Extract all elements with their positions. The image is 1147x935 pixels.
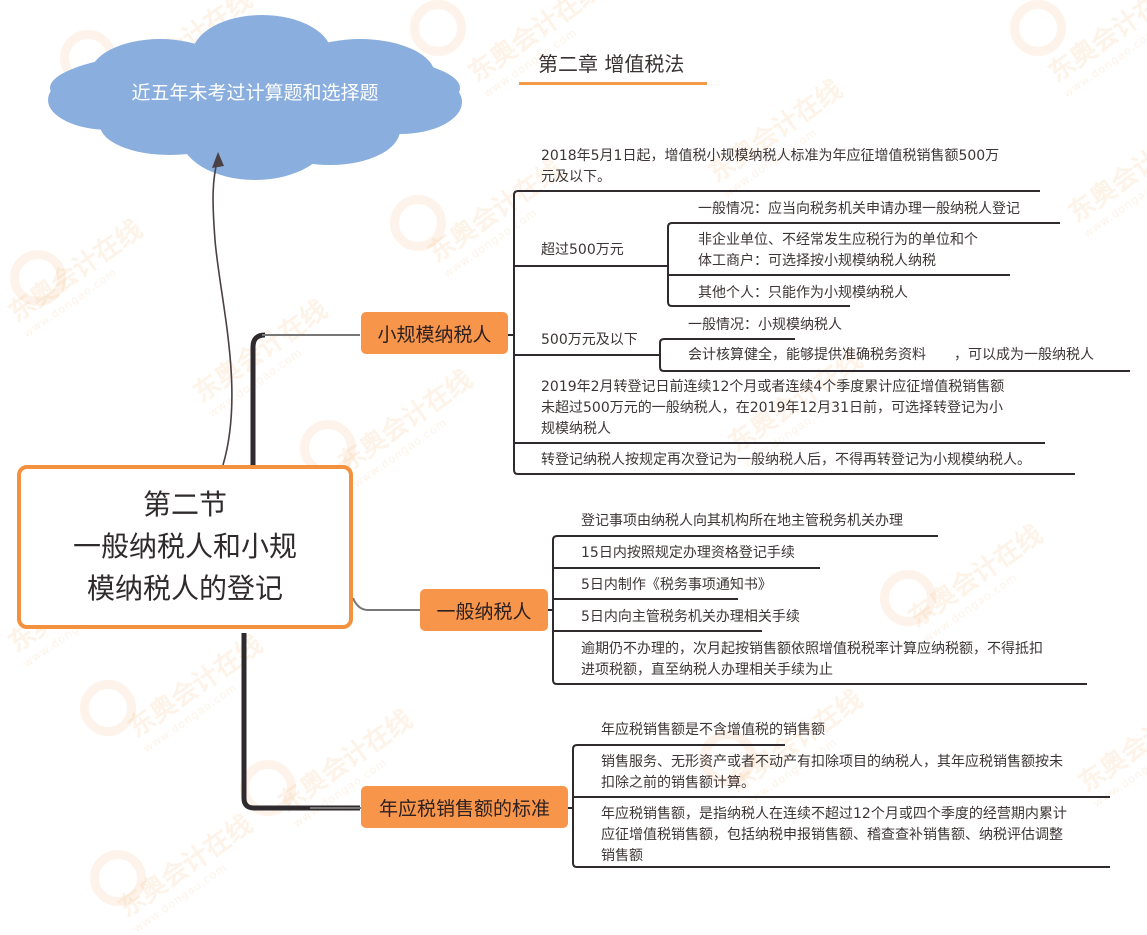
leaf-node[interactable]: 逾期仍不办理的，次月起按销售额依照增值税税率计算应纳税额，不得抵扣 进项税额，直… — [581, 639, 1043, 681]
leaf-line: 一般情况：应当向税务机关申请办理一般纳税人登记 — [698, 201, 1020, 217]
leaf-node[interactable]: 年应税销售额是不含增值税的销售额 — [601, 720, 825, 741]
leaf-line: 元及以下。 — [541, 169, 611, 185]
branch-annual-sales-standard[interactable]: 年应税销售额的标准 — [361, 786, 568, 828]
leaf-line: 非企业单位、不经常发生应税行为的单位和个 — [698, 232, 978, 248]
cloud-shape — [48, 15, 462, 180]
branch-general-taxpayer[interactable]: 一般纳税人 — [420, 589, 548, 631]
sub-branch-5m-or-below[interactable]: 500万元及以下 — [541, 332, 638, 348]
leaf-node[interactable]: 2018年5月1日起，增值税小规模纳税人标准为年应征增值税销售额500万 元及以… — [541, 146, 999, 188]
leaf-node[interactable]: 5日内向主管税务机关办理相关手续 — [581, 607, 800, 628]
sub-branch-over-5m[interactable]: 超过500万元 — [541, 242, 624, 258]
leaf-node[interactable]: 登记事项由纳税人向其机构所在地主管税务机关办理 — [581, 511, 903, 532]
leaf-line: 逾期仍不办理的，次月起按销售额依照增值税税率计算应纳税额，不得抵扣 — [581, 641, 1043, 657]
leaf-line: 扣除之前的销售额计算。 — [601, 775, 755, 791]
leaf-line: 年应税销售额是不含增值税的销售额 — [601, 722, 825, 738]
leaf-line: 转登记纳税人按规定再次登记为一般纳税人后，不得再转登记为小规模纳税人。 — [541, 452, 1031, 468]
leaf-line: 销售服务、无形资产或者不动产有扣除项目的纳税人，其年应税销售额按未 — [601, 754, 1063, 770]
leaf-node[interactable]: 销售服务、无形资产或者不动产有扣除项目的纳税人，其年应税销售额按未 扣除之前的销… — [601, 752, 1063, 794]
leaf-line: 登记事项由纳税人向其机构所在地主管税务机关办理 — [581, 513, 903, 529]
root-line: 一般纳税人和小规 — [72, 530, 297, 563]
leaf-line: 其他个人：只能作为小规模纳税人 — [698, 285, 908, 301]
leaf-node[interactable]: 非企业单位、不经常发生应税行为的单位和个 体工商户：可选择按小规模纳税人纳税 — [698, 230, 978, 272]
leaf-line: 进项税额，直至纳税人办理相关手续为止 — [581, 662, 833, 678]
leaf-line: 5日内向主管税务机关办理相关手续 — [581, 609, 800, 625]
chapter-underline — [519, 82, 707, 85]
leaf-node[interactable]: 一般情况：小规模纳税人 — [688, 315, 842, 336]
root-line: 第二节 — [142, 488, 227, 521]
leaf-node[interactable]: 转登记纳税人按规定再次登记为一般纳税人后，不得再转登记为小规模纳税人。 — [541, 450, 1031, 471]
leaf-line: 会计核算健全，能够提供准确税务资料 ，可以成为一般纳税人 — [688, 347, 1094, 363]
leaf-node[interactable]: 5日内制作《税务事项通知书》 — [581, 575, 772, 596]
leaf-node[interactable]: 2019年2月转登记日前连续12个月或者连续4个季度累计应征增值税销售额 未超过… — [541, 377, 1004, 440]
chapter-title: 第二章 增值税法 — [538, 52, 685, 76]
connector-lines — [48, 15, 1130, 868]
root-line: 模纳税人的登记 — [86, 572, 283, 605]
callout-cloud: 近五年未考过计算题和选择题 — [131, 82, 379, 104]
leaf-line: 2018年5月1日起，增值税小规模纳税人标准为年应征增值税销售额500万 — [541, 148, 1000, 164]
root-node[interactable]: 第二节 一般纳税人和小规 模纳税人的登记 — [17, 465, 353, 629]
leaf-line: 体工商户：可选择按小规模纳税人纳税 — [698, 253, 936, 269]
leaf-node[interactable]: 一般情况：应当向税务机关申请办理一般纳税人登记 — [698, 199, 1020, 220]
leaf-node[interactable]: 会计核算健全，能够提供准确税务资料 ，可以成为一般纳税人 — [688, 345, 1094, 366]
branch-small-scale-taxpayer[interactable]: 小规模纳税人 — [361, 312, 508, 354]
leaf-line: 一般情况：小规模纳税人 — [688, 317, 842, 333]
leaf-line: 5日内制作《税务事项通知书》 — [581, 577, 772, 593]
leaf-line: 规模纳税人 — [541, 421, 611, 437]
leaf-line: 应征增值税销售额，包括纳税申报销售额、稽查查补销售额、纳税评估调整 — [601, 827, 1063, 843]
leaf-node[interactable]: 15日内按照规定办理资格登记手续 — [581, 543, 795, 564]
leaf-line: 销售额 — [601, 848, 643, 864]
leaf-node[interactable]: 年应税销售额，是指纳税人在连续不超过12个月或四个季度的经营期内累计 应征增值税… — [601, 804, 1067, 867]
leaf-line: 未超过500万元的一般纳税人，在2019年12月31日前，可选择转登记为小 — [541, 400, 1003, 416]
leaf-node[interactable]: 其他个人：只能作为小规模纳税人 — [698, 283, 908, 304]
leaf-line: 15日内按照规定办理资格登记手续 — [581, 545, 795, 561]
leaf-line: 年应税销售额，是指纳税人在连续不超过12个月或四个季度的经营期内累计 — [601, 806, 1067, 822]
arrow-head-icon — [212, 152, 224, 168]
leaf-line: 2019年2月转登记日前连续12个月或者连续4个季度累计应征增值税销售额 — [541, 379, 1005, 395]
